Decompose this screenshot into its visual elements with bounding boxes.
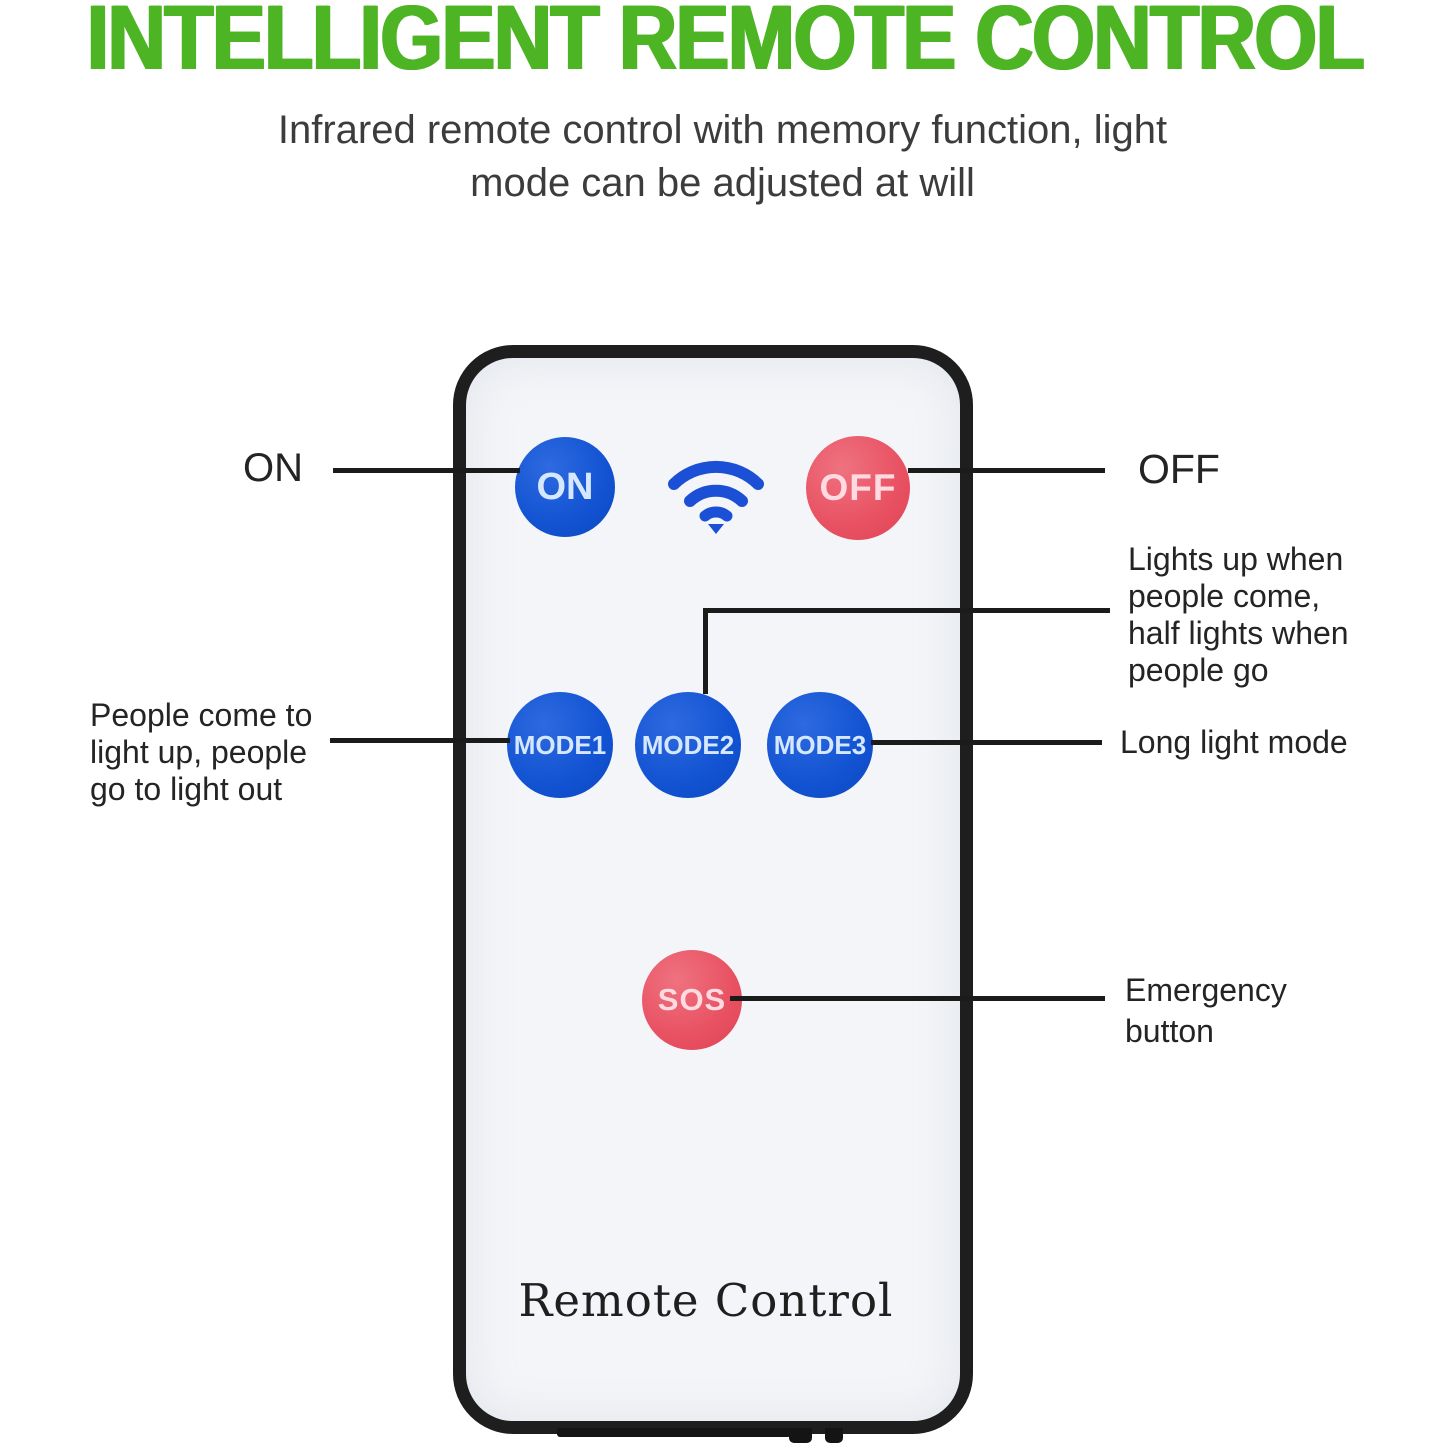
- mode1-button[interactable]: MODE1: [507, 692, 613, 798]
- callout-label-people-mode: People come to light up, people go to li…: [90, 697, 313, 807]
- mode1-button-label: MODE1: [513, 729, 607, 760]
- remote-control-body: ON OFF MODE1 MODE2 MODE3 SOS Remote Cont…: [453, 345, 973, 1434]
- callout-line-lights-horizontal: [703, 608, 1110, 613]
- on-button[interactable]: ON: [515, 437, 615, 537]
- page-subtitle: Infrared remote control with memory func…: [277, 108, 1168, 205]
- mode2-button-label: MODE2: [641, 729, 735, 760]
- callout-line-mode1: [330, 738, 510, 743]
- callout-label-off: OFF: [1138, 446, 1220, 492]
- callout-line-off: [908, 468, 1105, 473]
- callout-label-lights-mode: Lights up when people come, half lights …: [1128, 541, 1349, 688]
- sos-button[interactable]: SOS: [642, 950, 742, 1050]
- callout-label-on: ON: [243, 446, 303, 490]
- callout-line-mode3: [871, 740, 1102, 745]
- remote-brand-text: Remote Control: [518, 1274, 894, 1327]
- callout-line-on: [333, 468, 520, 473]
- off-button-label: OFF: [819, 467, 897, 508]
- mode2-button[interactable]: MODE2: [635, 692, 741, 798]
- sos-button-label: SOS: [657, 982, 727, 1017]
- wifi-icon: [664, 444, 768, 536]
- mode3-button-label: MODE3: [773, 729, 867, 760]
- remote-bottom-strip: [557, 1428, 791, 1437]
- on-button-label: ON: [536, 465, 594, 508]
- callout-line-lights-vertical: [703, 608, 708, 694]
- off-button[interactable]: OFF: [806, 436, 910, 540]
- callout-line-sos: [730, 996, 1105, 1001]
- mode3-button[interactable]: MODE3: [767, 692, 873, 798]
- callout-label-emergency: Emergency button: [1125, 972, 1287, 1049]
- remote-bottom-nub: [789, 1428, 812, 1443]
- callout-label-long-light-mode: Long light mode: [1120, 724, 1348, 760]
- page-title: INTELLIGENT REMOTE CONTROL: [86, 0, 1365, 89]
- remote-bottom-nub: [825, 1428, 843, 1443]
